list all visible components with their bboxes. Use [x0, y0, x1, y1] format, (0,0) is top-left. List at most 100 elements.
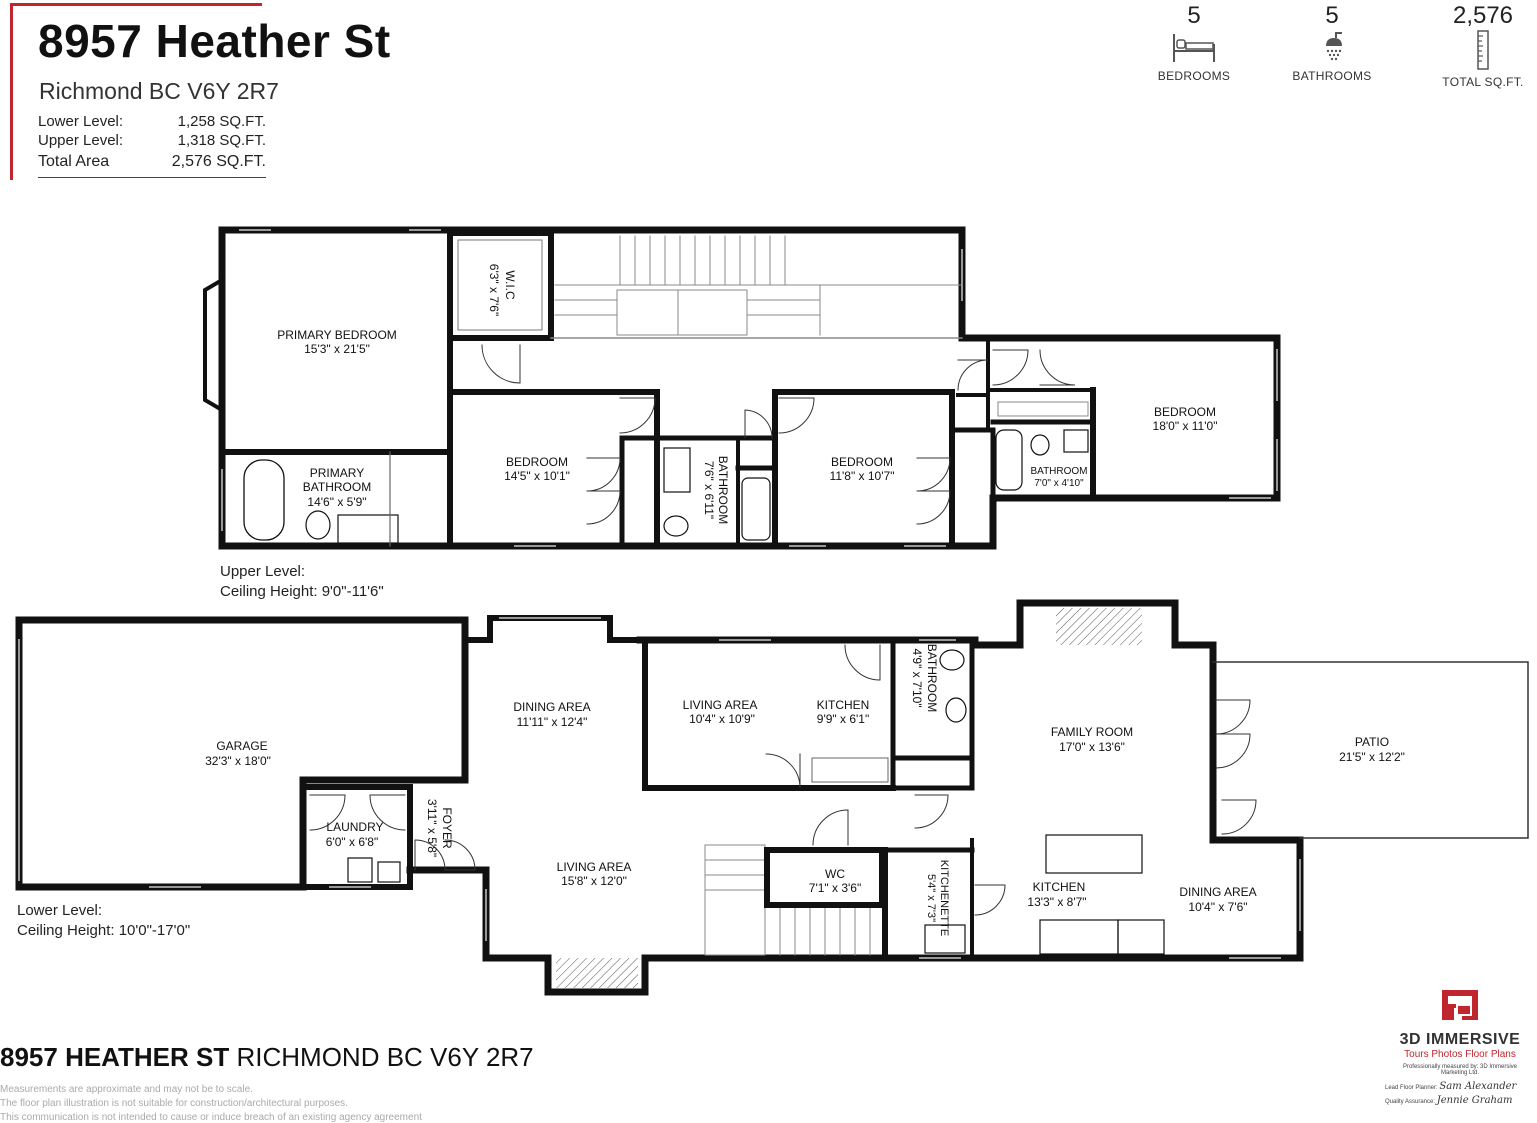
signature-qa: Jennie Graham [1436, 1095, 1513, 1106]
room-name: PRIMARY [310, 466, 364, 480]
room-dims: 11'11" x 12'4" [517, 715, 588, 729]
upper-stairs [554, 235, 963, 336]
signature-lead: Sam Alexander [1439, 1081, 1517, 1092]
room-dims: 10'4" x 10'9" [689, 712, 755, 726]
stat-bathrooms: 5 BATHROOMS [1272, 2, 1392, 83]
lower-doors [309, 644, 1257, 916]
room-name: BEDROOM [1154, 405, 1216, 419]
room-name: LIVING AREA [683, 698, 758, 712]
lower-level-plan [15, 599, 1529, 996]
room-name-2: BATHROOM [303, 480, 371, 494]
room-name: FOYER [440, 807, 454, 849]
room-name: LIVING AREA [557, 860, 632, 874]
stat-label: BATHROOMS [1292, 69, 1372, 83]
lower-stairs [704, 844, 881, 956]
room-name: BATHROOM [716, 456, 730, 524]
wic-shelf [457, 239, 543, 331]
stat-value: 5 [1325, 2, 1339, 29]
header-accent-bar [10, 5, 13, 180]
shower-icon [1272, 30, 1392, 69]
brand-logo-icon [1390, 988, 1530, 1027]
brand-block: 3D IMMERSIVE Tours Photos Floor Plans Pr… [1390, 988, 1530, 1076]
room-dims: 13'3" x 8'7" [1027, 895, 1086, 909]
room-name: BATHROOM [925, 644, 939, 712]
upper-windows [221, 229, 1278, 547]
room-dims: 17'0" x 13'6" [1059, 740, 1125, 754]
header-accent-top [10, 3, 262, 6]
ruler-icon [1423, 30, 1537, 75]
room-name: BEDROOM [831, 455, 893, 469]
footer-address: 8957 HEATHER ST RICHMOND BC V6Y 2R7 [0, 1042, 534, 1073]
room-dims: 7'0" x 4'10" [1034, 478, 1084, 489]
room-dims: 14'6" x 5'9" [307, 495, 366, 509]
room-dims: 6'0" x 6'8" [326, 835, 378, 849]
footer-address-street: 8957 HEATHER ST [0, 1042, 230, 1072]
room-dims: 15'8" x 12'0" [561, 874, 627, 888]
room-name: BEDROOM [506, 455, 568, 469]
bed-icon [1134, 30, 1254, 69]
room-name: PRIMARY BEDROOM [277, 328, 397, 342]
room-dims: 21'5" x 12'2" [1339, 750, 1405, 764]
lower-level-label: Lower Level: [17, 902, 103, 919]
lower-ceiling-height: Ceiling Height: 10'0"-17'0" [17, 922, 191, 939]
disclaimer-line: The floor plan illustration is not suita… [0, 1098, 348, 1109]
stat-label: TOTAL SQ.FT. [1442, 75, 1524, 89]
room-name: WC [825, 867, 845, 881]
stat-value: 2,576 [1452, 2, 1514, 29]
room-dims: 7'1" x 3'6" [809, 881, 861, 895]
room-name: W.I.C [503, 270, 517, 300]
lower-room-labels: GARAGE 32'3" x 18'0" LAUNDRY 6'0" x 6'8"… [205, 644, 1405, 936]
room-name: KITCHENETTE [938, 860, 950, 936]
stat-label: BEDROOMS [1157, 69, 1231, 83]
upper-doors [481, 344, 1076, 525]
credit-label: Lead Floor Planner: [1385, 1085, 1438, 1091]
room-dims: 3'11" x 5'8" [425, 799, 439, 857]
area-row-value: 2,576 SQ.FT. [171, 153, 266, 170]
area-row-value: 1,258 SQ.FT. [177, 113, 266, 130]
room-dims: 5'4" x 7'3" [925, 874, 937, 922]
room-name: GARAGE [216, 739, 267, 753]
room-dims: 6'3" x 7'6" [487, 264, 501, 316]
page-subtitle: Richmond BC V6Y 2R7 [39, 78, 279, 104]
room-dims: 32'3" x 18'0" [205, 754, 271, 768]
brand-tagline: Tours Photos Floor Plans [1404, 1049, 1516, 1060]
room-dims: 7'6" x 6'11" [702, 461, 716, 519]
disclaimer-line: This communication is not intended to ca… [0, 1112, 422, 1123]
room-dims: 15'3" x 21'5" [304, 342, 370, 356]
room-name: DINING AREA [513, 700, 590, 714]
room-name: PATIO [1355, 735, 1389, 749]
lower-windows [149, 617, 1301, 959]
room-name: KITCHEN [1033, 880, 1086, 894]
area-row-label: Lower Level: [38, 113, 124, 130]
bay-window [203, 277, 225, 413]
room-name: FAMILY ROOM [1051, 725, 1133, 739]
room-name: LAUNDRY [326, 820, 383, 834]
room-dims: 10'4" x 7'6" [1188, 900, 1247, 914]
room-dims: 9'9" x 6'1" [817, 712, 869, 726]
area-row-label: Upper Level: [38, 132, 124, 149]
footer-address-city: RICHMOND BC V6Y 2R7 [236, 1042, 534, 1072]
room-dims: 4'9" x 7'10" [910, 648, 924, 707]
patio-outline [1212, 661, 1529, 839]
page-title: 8957 Heather St [38, 15, 391, 67]
brand-measured-by: Professionally measured by: 3D Immersive… [1402, 1064, 1518, 1076]
room-dims: 14'5" x 10'1" [504, 469, 570, 483]
family-walls [971, 599, 1304, 962]
stat-bedrooms: 5 BEDROOMS [1134, 2, 1254, 83]
room-name: BATHROOM [1030, 466, 1087, 477]
wic-walls [447, 230, 554, 341]
garage-walls [15, 616, 469, 891]
credit-qa: Quality Assurance: Jennie Graham [1385, 1095, 1512, 1106]
upper-ceiling-height: Ceiling Height: 9'0"-11'6" [220, 583, 384, 600]
upper-outer-wall [218, 226, 1281, 550]
area-row-label: Total Area [38, 153, 110, 170]
total-underline [38, 177, 266, 178]
credit-label: Quality Assurance: [1385, 1099, 1436, 1105]
stat-total-sqft: 2,576 TOTAL SQ.FT. [1423, 2, 1537, 89]
upper-room-labels: PRIMARY BEDROOM 15'3" x 21'5" W.I.C 6'3"… [277, 264, 1217, 524]
disclaimer-line: Measurements are approximate and may not… [0, 1084, 253, 1095]
upper-level-label: Upper Level: [220, 563, 306, 580]
upper-level-plan [203, 226, 1281, 550]
stat-value: 5 [1187, 2, 1201, 29]
